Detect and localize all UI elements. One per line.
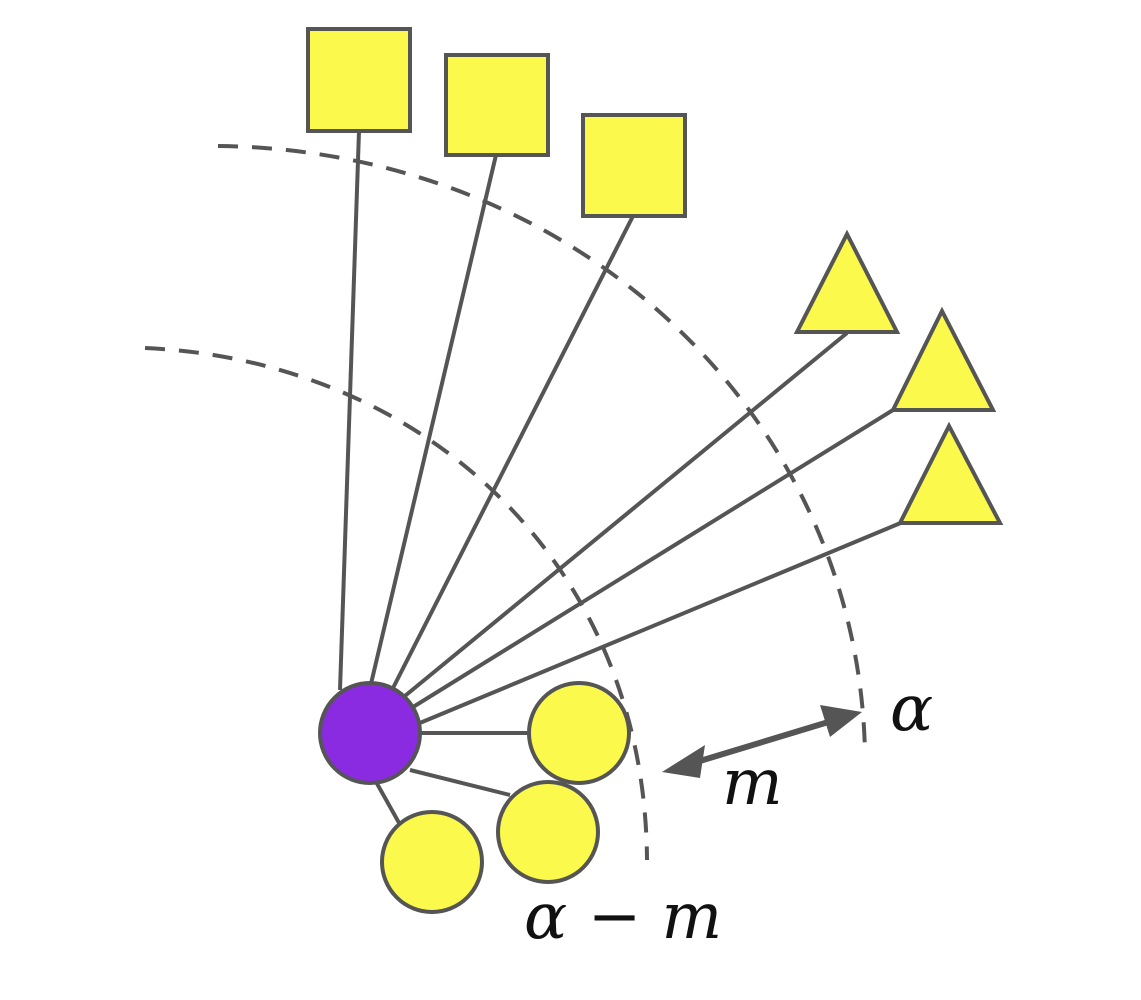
circle-node xyxy=(380,810,484,914)
triangle-node xyxy=(896,421,1004,525)
circle-node xyxy=(496,780,600,884)
edge-to-circle-3 xyxy=(373,779,405,831)
margin-arrow xyxy=(662,705,862,778)
outer-boundary-arc xyxy=(217,144,867,756)
margin-label: m xyxy=(722,746,783,820)
edge-to-circle-2 xyxy=(409,768,511,797)
arrowhead-left xyxy=(662,745,705,778)
edge-to-triangle-1 xyxy=(398,331,849,702)
alpha-label: α xyxy=(890,672,933,746)
alpha-minus-margin-label: α − m xyxy=(524,880,722,954)
square-node xyxy=(444,53,550,157)
triangle-node xyxy=(889,306,997,412)
square-node xyxy=(581,113,687,218)
triangle-node xyxy=(793,229,901,334)
edge-to-square-3 xyxy=(390,215,635,691)
edges xyxy=(338,130,904,831)
edge-to-triangle-2 xyxy=(403,408,895,714)
inner-boundary-arc xyxy=(144,346,649,861)
edge-to-square-1 xyxy=(338,130,361,691)
edge-to-triangle-3 xyxy=(414,520,904,727)
edge-to-square-2 xyxy=(368,154,498,689)
arrowhead-right xyxy=(820,705,862,737)
circle-node xyxy=(527,681,631,785)
square-node xyxy=(306,27,412,133)
anchor-node xyxy=(318,681,422,785)
